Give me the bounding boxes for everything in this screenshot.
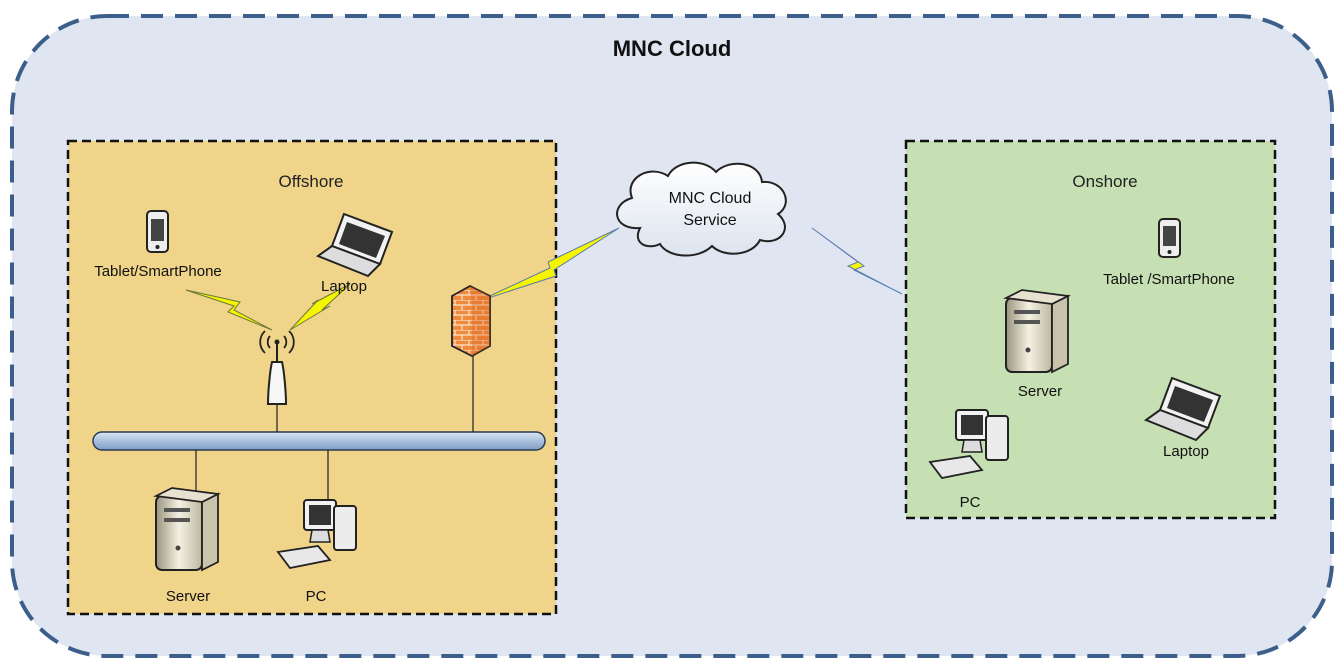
onshore-server-icon [1002,289,1072,374]
onshore-laptop-icon [1143,376,1222,442]
offshore-tablet-icon [146,210,169,253]
onshore-server-label: Server [1018,383,1062,400]
offshore-pc-label: PC [306,588,327,605]
offshore-laptop-label: Laptop [321,278,367,295]
diagram-title: MNC Cloud [613,36,732,61]
cloud-service-icon [616,161,787,257]
onshore-title: Onshore [1072,172,1137,191]
cloud-service-label-line1: MNC Cloud [669,190,752,207]
firewall-icon [451,284,491,358]
offshore-laptop-icon [315,212,394,278]
cloud-service-label-line2: Service [683,212,736,229]
offshore-tablet-label: Tablet/SmartPhone [94,263,222,280]
offshore-pc-icon [276,499,357,569]
onshore-tablet-icon [1158,218,1181,258]
offshore-title: Offshore [279,172,344,191]
access-point-icon [259,330,295,405]
onshore-pc-icon [928,409,1009,479]
wireless-link-tablet [185,289,273,331]
onshore-pc-label: PC [960,494,981,511]
wireless-link-laptop [289,283,351,331]
wan-link-onshore [811,227,903,295]
offshore-server-icon [152,487,222,572]
offshore-server-label: Server [166,588,210,605]
onshore-zone [904,139,1277,520]
network-bus [92,431,546,451]
offshore-zone [66,139,558,616]
onshore-tablet-label: Tablet /SmartPhone [1103,271,1235,288]
onshore-laptop-label: Laptop [1163,443,1209,460]
wan-link-offshore [478,227,620,302]
